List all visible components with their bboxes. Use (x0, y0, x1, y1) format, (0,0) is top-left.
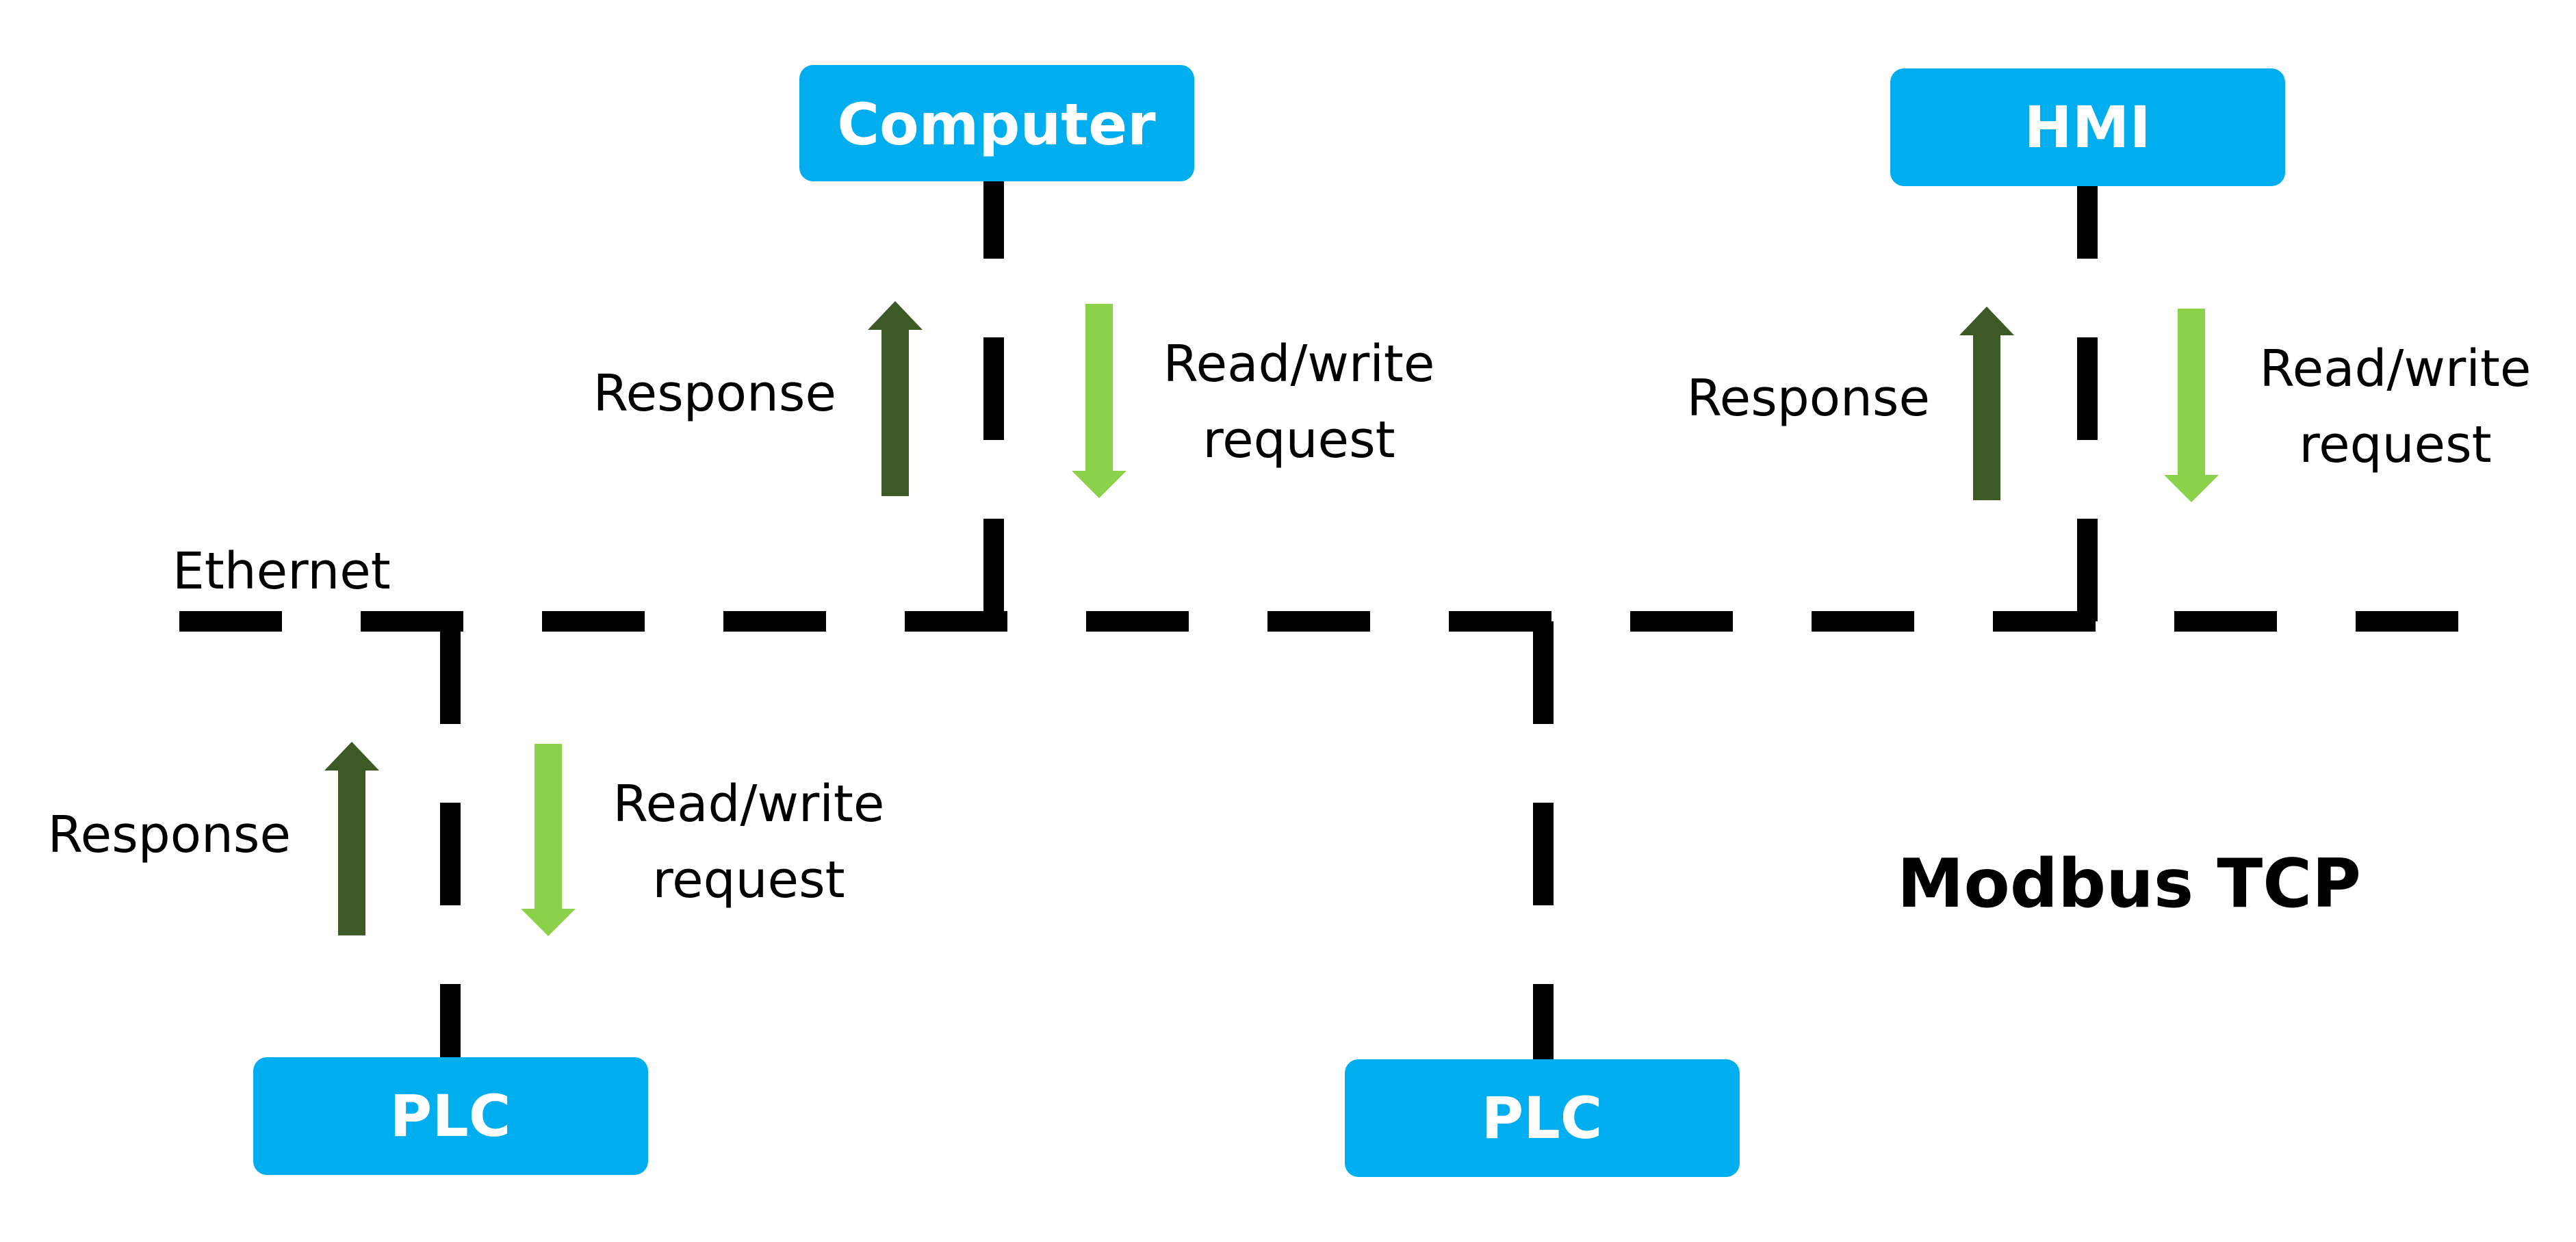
hmi-response-label: Response (1687, 369, 1930, 428)
computer-response-arrow (868, 301, 923, 496)
plc-left-label: PLC (390, 1083, 511, 1150)
hmi-node[interactable]: HMI (1890, 68, 2285, 186)
computer-request-label-1: Read/write (1163, 335, 1435, 393)
hmi-request-label-1: Read/write (2260, 339, 2532, 398)
plc-left-node[interactable]: PLC (253, 1057, 648, 1175)
plc-left-response-arrow (324, 742, 379, 935)
computer-request-arrow (1072, 304, 1126, 498)
computer-request-label-2: request (1202, 411, 1395, 469)
hmi-request-label-2: request (2299, 415, 2491, 474)
plc-left-request-label-1: Read/write (613, 775, 885, 833)
plc-left-request-arrow (521, 744, 576, 936)
plc-left-response-label: Response (48, 805, 291, 864)
ethernet-label: Ethernet (172, 542, 391, 601)
computer-label: Computer (837, 91, 1156, 158)
computer-response-label: Response (593, 364, 836, 423)
protocol-label: Modbus TCP (1897, 845, 2361, 923)
plc-center-node[interactable]: PLC (1345, 1059, 1740, 1177)
computer-node[interactable]: Computer (799, 65, 1194, 181)
hmi-label: HMI (2024, 94, 2150, 161)
hmi-response-arrow (1959, 307, 2014, 500)
plc-left-request-label-2: request (652, 851, 845, 909)
plc-center-label: PLC (1482, 1085, 1603, 1152)
hmi-request-arrow (2164, 309, 2219, 502)
